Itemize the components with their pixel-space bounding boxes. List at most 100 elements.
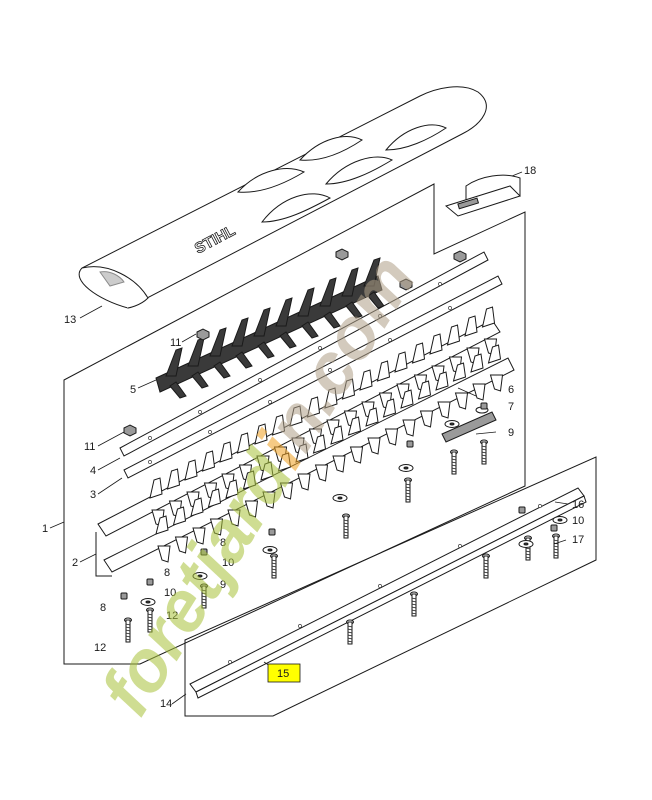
callout-11a: 11 [170,337,181,349]
bolt-thread [201,592,207,595]
bolt-thread [525,556,531,559]
cutter-tooth [332,455,346,473]
end-cap-18 [444,174,521,217]
bolt-thread [553,554,559,557]
cutter-tooth [271,414,286,436]
cutter-tooth [192,527,206,545]
bolt-thread [451,455,457,458]
bar-hole [198,410,202,414]
callout-4: 4 [90,465,96,477]
bar-hole [378,584,382,588]
spacer [200,548,208,556]
cutter-tooth [190,497,204,517]
bolt-thread [411,609,417,612]
plate-7 [441,406,497,443]
bolt-thread [451,464,457,467]
cutter-tooth [464,315,478,337]
bolt-thread [343,531,349,534]
bar-hole [148,460,152,464]
callout-14: 14 [160,698,172,710]
spacer [518,506,526,514]
callout-1: 1 [42,523,48,535]
bolt-thread [483,568,489,571]
bolt-thread [125,632,131,635]
callout-12b: 12 [94,642,106,654]
callout-labels: 13 18 11 5 11 4 3 1 2 6 7 9 8 10 8 9 10 … [42,165,584,710]
bolt-thread [451,461,457,464]
drive-tooth [297,287,315,317]
cutter-tooth [324,387,338,409]
bolt-thread [271,562,277,565]
bolt-thread [201,589,207,592]
cutter-tooth [155,515,169,535]
cutter-tooth [481,306,496,328]
bolt-thread [411,603,417,606]
bolt-thread [347,628,353,631]
spacer [146,578,154,586]
blade-guard-13: STIHL [78,86,487,309]
cutter-tooth [446,324,461,346]
cutter-tooth [382,398,397,418]
callout-11b: 11 [84,441,95,453]
bar-hole [388,338,392,342]
callout-15-highlight [267,663,301,683]
drive-tooth [213,361,231,379]
bolt-thread [525,547,531,550]
cutter-tooth [367,437,381,455]
guide-bar-3 [123,275,503,479]
bolt-thread [553,539,559,542]
drive-tooth [235,351,253,369]
callout-9a: 9 [508,427,514,439]
drive-tooth [301,321,319,339]
callout-8a: 8 [220,537,226,549]
cutter-tooth [376,360,391,382]
bolt-thread [347,640,353,643]
drive-tooth [275,297,293,327]
cutter-tooth [489,374,504,392]
bolt-thread [553,551,559,554]
bolt-thread [553,548,559,551]
drive-tooth [191,371,209,389]
bolt-thread [405,483,411,486]
bolt-thread [201,604,207,607]
spacer [550,524,558,532]
bolt-thread [483,562,489,565]
callout-3: 3 [90,489,96,501]
washer-hole [145,600,151,604]
bar-hole [378,314,382,318]
spacer [268,528,276,536]
drive-tooth [231,317,249,347]
callout-10b: 10 [164,587,176,599]
bolt-thread [481,448,487,451]
bolt-thread [147,628,153,631]
cutter-tooth [219,441,233,463]
bolt-thread [481,460,487,463]
bolt-thread [125,629,131,632]
bolt-thread [201,595,207,598]
bolt-thread [347,637,353,640]
bar-hole [148,436,152,440]
cutter-tooth [157,545,171,563]
spacer [120,592,128,600]
bolt-thread [271,568,277,571]
cutter-tooth [242,470,257,490]
bolt-thread [481,451,487,454]
cutter-tooth [429,333,443,355]
callout-15: 15 [277,668,289,680]
washer-hole [557,518,563,522]
cutter-tooth [359,369,373,391]
bolt-thread [483,565,489,568]
cutter-tooth [417,380,432,400]
cutter-tooth [227,509,241,527]
cutter-tooth [172,506,187,526]
bar-hole [268,400,272,404]
callout-16: 16 [572,499,584,511]
bolt-thread [405,492,411,495]
washer-hole [337,496,343,500]
cutter-tooth [487,344,502,364]
cutter-blade-upper [97,306,501,537]
drive-tooth [209,327,227,357]
cutter-tooth [262,491,276,509]
cutter-tooth [289,405,303,427]
